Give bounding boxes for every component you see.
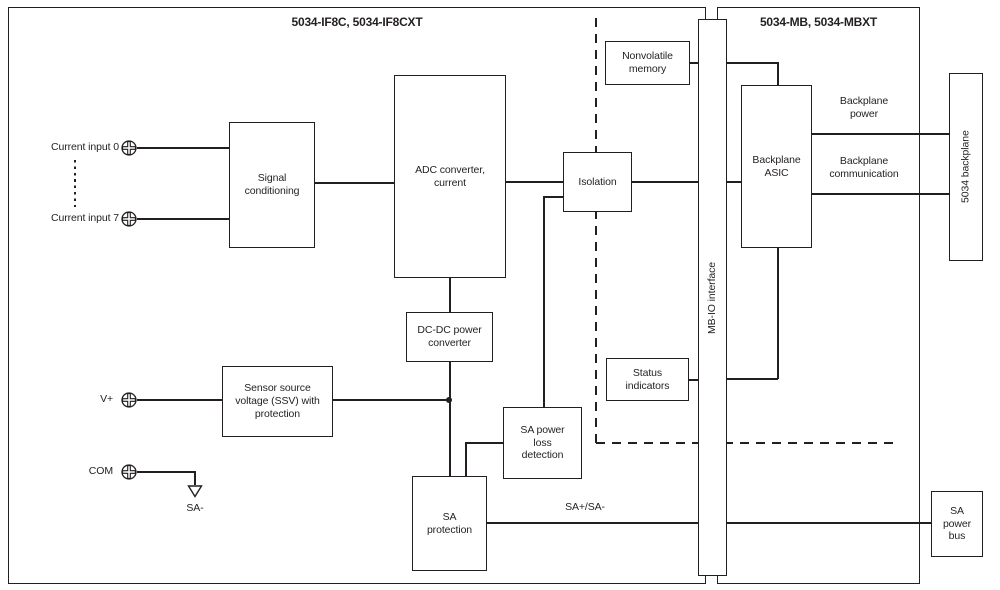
left-module-enclosure xyxy=(8,7,706,584)
wire-current-input-7 xyxy=(137,218,229,220)
wire-com-down xyxy=(194,471,196,485)
block-sensor-source-voltage: Sensor source voltage (SSV) with protect… xyxy=(222,366,333,437)
junction-dot xyxy=(446,397,452,403)
wire-sa-power-loss-to-sa-protection xyxy=(465,442,467,476)
wire-mbio-to-asic xyxy=(727,181,741,183)
wire-sa-power-loss-stub xyxy=(465,442,503,444)
wire-vplus-to-ssv xyxy=(137,399,222,401)
wire-com xyxy=(137,471,195,473)
wire-status-to-mbio xyxy=(689,379,698,381)
wire-nvm-to-mbio xyxy=(690,62,698,64)
wire-isolation-to-sa-power-loss xyxy=(543,196,545,407)
block-5034-backplane: 5034 backplane xyxy=(949,73,983,261)
right-module-title: 5034-MB, 5034-MBXT xyxy=(759,15,878,29)
wire-mbio-to-asic-bottom xyxy=(727,378,778,380)
terminal-icon-current-input-0 xyxy=(121,140,137,156)
block-sa-power-bus: SA power bus xyxy=(931,491,983,557)
label-backplane-communication: Backplane communication xyxy=(829,155,899,181)
block-adc-converter: ADC converter, current xyxy=(394,75,506,278)
isolation-boundary-horizontal-dashed-line xyxy=(596,442,900,444)
wire-backplane-power xyxy=(812,133,949,135)
current-inputs-ellipsis-dotted-line xyxy=(74,160,77,207)
block-mb-io-interface: MB-IO interface xyxy=(698,19,727,576)
left-module-title: 5034-IF8C, 5034-IF8CXT xyxy=(291,15,423,29)
wire-asic-top-drop xyxy=(777,62,779,85)
block-isolation: Isolation xyxy=(563,152,632,212)
wire-current-input-0 xyxy=(137,147,229,149)
wire-asic-bottom-drop xyxy=(777,248,779,379)
isolation-boundary-vertical-dashed-line xyxy=(595,18,597,443)
block-signal-conditioning: Signal conditioning xyxy=(229,122,315,248)
wire-adc-to-dcdc xyxy=(449,278,451,312)
block-sa-power-loss-detection: SA power loss detection xyxy=(503,407,582,479)
label-com: COM xyxy=(88,465,113,477)
wire-isolation-stub xyxy=(543,196,563,198)
wire-ssv-to-junction xyxy=(333,399,450,401)
wire-dcdc-to-sa-protection xyxy=(449,362,451,476)
ground-icon-sa-minus xyxy=(187,485,203,498)
label-sa-minus: SA- xyxy=(186,502,204,514)
label-backplane-power: Backplane power xyxy=(839,95,889,121)
wire-backplane-communication xyxy=(812,193,949,195)
block-status-indicators: Status indicators xyxy=(606,358,689,401)
block-nonvolatile-memory: Nonvolatile memory xyxy=(605,41,690,85)
label-current-input-7: Current input 7 xyxy=(51,212,119,224)
label-current-input-0: Current input 0 xyxy=(51,141,119,153)
label-sa-bus: SA+/SA- xyxy=(565,501,605,513)
wire-isolation-to-mbio xyxy=(632,181,698,183)
wire-signal-to-adc xyxy=(315,182,394,184)
block-sa-protection: SA protection xyxy=(412,476,487,571)
wire-mbio-to-asic-top xyxy=(727,62,778,64)
terminal-icon-v-plus xyxy=(121,392,137,408)
block-backplane-asic: Backplane ASIC xyxy=(741,85,812,248)
block-dc-dc-power-converter: DC-DC power converter xyxy=(406,312,493,362)
terminal-icon-current-input-7 xyxy=(121,211,137,227)
wire-adc-to-isolation xyxy=(506,181,563,183)
terminal-icon-com xyxy=(121,464,137,480)
label-v-plus: V+ xyxy=(100,393,113,405)
